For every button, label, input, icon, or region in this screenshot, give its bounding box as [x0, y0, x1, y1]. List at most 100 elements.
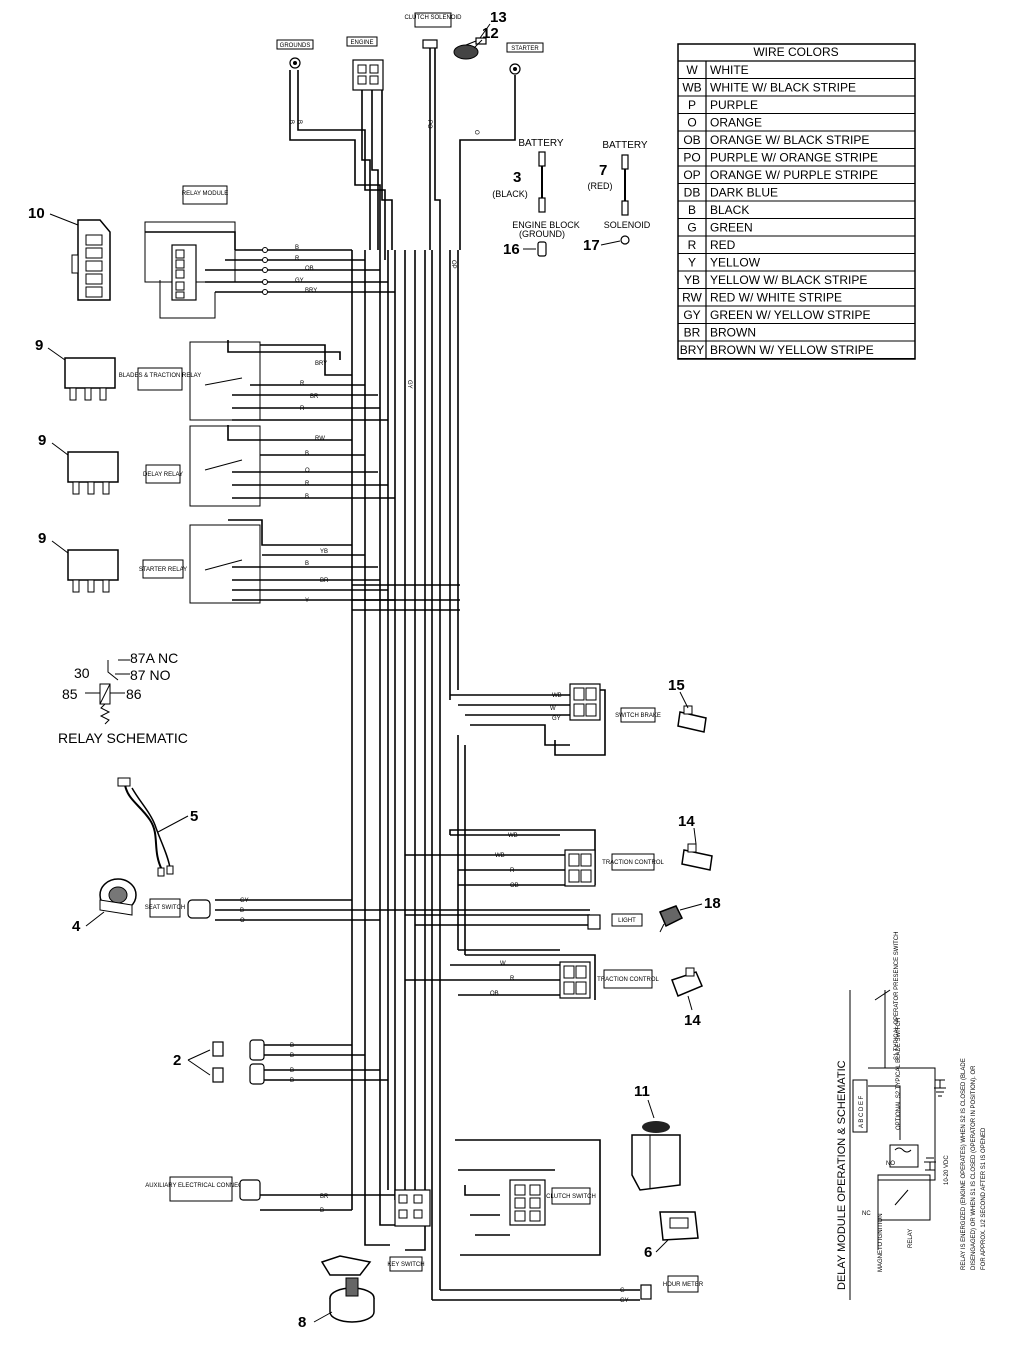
engine-label: ENGINE [350, 40, 373, 46]
wire-color-code: B [688, 203, 696, 217]
svg-text:OB: OB [510, 883, 519, 889]
light-label: LIGHT [618, 918, 636, 924]
svg-text:R: R [300, 381, 305, 387]
engine-block-terminal [537, 241, 547, 257]
ground-label: (GROUND) [519, 229, 565, 239]
svg-text:B: B [305, 451, 309, 457]
svg-text:O: O [240, 918, 245, 924]
component-11 [631, 1121, 681, 1191]
svg-text:R: R [510, 976, 515, 982]
svg-text:OB: OB [305, 266, 314, 272]
svg-text:B: B [240, 908, 244, 914]
relay-t30: 30 [74, 665, 90, 681]
wire-color-name: YELLOW W/ BLACK STRIPE [710, 273, 867, 287]
clutch-switch-tag [551, 1187, 591, 1205]
battery-label-left: BATTERY [518, 138, 564, 149]
svg-text:B: B [290, 1068, 294, 1074]
clutch-switch-label: CLUTCH SWITCH [546, 1194, 596, 1200]
svg-text:BRY: BRY [315, 361, 327, 367]
delay-s1: S1 TYPICAL OPERATOR PRESENCE SWITCH [894, 932, 900, 1060]
callout-10: 10 [28, 205, 45, 222]
starter-relay-tag [142, 559, 184, 579]
delay-s2: OPTIONAL S2 TYPICAL BLADE SWITCH [896, 1018, 902, 1130]
svg-text:GY: GY [295, 278, 304, 284]
wire-color-name: WHITE [710, 63, 749, 77]
svg-text:GY: GY [620, 1298, 629, 1304]
light-tag [611, 913, 643, 927]
svg-text:GY: GY [552, 716, 561, 722]
callout-5: 5 [190, 808, 198, 825]
svg-text:GY: GY [240, 898, 249, 904]
traction-switch-1-component [681, 843, 713, 871]
hour-meter-tag [667, 1275, 699, 1293]
traction-control-2-label: TRACTION CONTROL [597, 977, 659, 983]
wire-color-code: O [687, 116, 696, 130]
switch-brake-tag [620, 707, 656, 723]
blades-traction-relay-label: BLADES & TRACTION RELAY [119, 373, 201, 379]
engine-tag [346, 36, 378, 47]
svg-text:B: B [295, 245, 299, 251]
svg-text:B: B [296, 120, 302, 124]
relay-1 [64, 357, 116, 401]
svg-text:OB: OB [490, 991, 499, 997]
wire-color-code: WB [682, 81, 701, 95]
traction-control-2-connector [559, 961, 591, 999]
battery-label-right: BATTERY [602, 140, 648, 151]
svg-text:BR: BR [310, 394, 319, 400]
svg-text:R: R [305, 481, 310, 487]
svg-text:RW: RW [315, 436, 325, 442]
wire-color-name: ORANGE W/ BLACK STRIPE [710, 133, 869, 147]
wire-color-name: GREEN [710, 221, 753, 235]
relay-t87a: 87A NC [130, 650, 178, 666]
relay-module-label: RELAY MODULE [182, 191, 228, 197]
red-label: (RED) [588, 181, 613, 191]
wire-color-name: ORANGE W/ PURPLE STRIPE [710, 168, 878, 182]
delay-nc: NC [862, 1211, 871, 1217]
wire-color-code: OB [683, 133, 700, 147]
svg-text:PO: PO [426, 120, 432, 129]
starter-relay-label: STARTER RELAY [139, 567, 187, 573]
delay-relay-label: RELAY [908, 1229, 914, 1248]
switch-brake-connector [569, 683, 601, 721]
svg-text:B: B [305, 561, 309, 567]
wire-color-code: BR [684, 326, 701, 340]
wire-color-code: RW [682, 291, 702, 305]
delay-relay-socket [189, 425, 261, 507]
delay-magneto: MAGNETO IGNITION [878, 1213, 884, 1272]
blades-traction-relay-socket [189, 341, 261, 421]
black-label: (BLACK) [492, 189, 528, 199]
relay-3 [67, 549, 119, 593]
wire-color-name: RED W/ WHITE STRIPE [710, 291, 842, 305]
clutch-switch-connector [509, 1179, 546, 1226]
auxiliary-label: AUXILIARY ELECTRICAL CONNECTION [145, 1183, 257, 1189]
light-connector [587, 914, 601, 930]
svg-text:R: R [510, 868, 515, 874]
svg-text:WB: WB [495, 853, 505, 859]
svg-text:W: W [550, 706, 556, 712]
key-switch-component [320, 1255, 375, 1323]
wire-colors-title: WIRE COLORS [753, 45, 838, 59]
callout-11: 11 [634, 1083, 650, 1100]
svg-text:BR: BR [320, 1194, 329, 1200]
svg-text:OP: OP [450, 260, 456, 269]
relay-t87: 87 NO [130, 667, 171, 683]
svg-text:B: B [288, 120, 294, 124]
svg-text:B: B [305, 494, 309, 500]
traction-control-1-connector [564, 849, 596, 887]
callout-14b: 14 [684, 1012, 701, 1029]
seat-switch-tag [149, 898, 181, 918]
auxiliary-connector [239, 1179, 261, 1201]
delay-no: NO [886, 1161, 895, 1167]
relay-module-tag [182, 185, 228, 205]
key-switch-connector [394, 1189, 431, 1227]
svg-text:B: B [290, 1078, 294, 1084]
key-switch-label: KEY SWITCH [387, 1262, 424, 1268]
hour-meter-connector [640, 1284, 652, 1300]
wire-color-code: G [687, 221, 696, 235]
wire-color-name: RED [710, 238, 736, 252]
wire-color-name: BROWN W/ YELLOW STRIPE [710, 343, 874, 357]
traction-switch-2-component [671, 967, 703, 997]
callout-18: 18 [704, 895, 721, 912]
svg-text:WB: WB [508, 833, 518, 839]
